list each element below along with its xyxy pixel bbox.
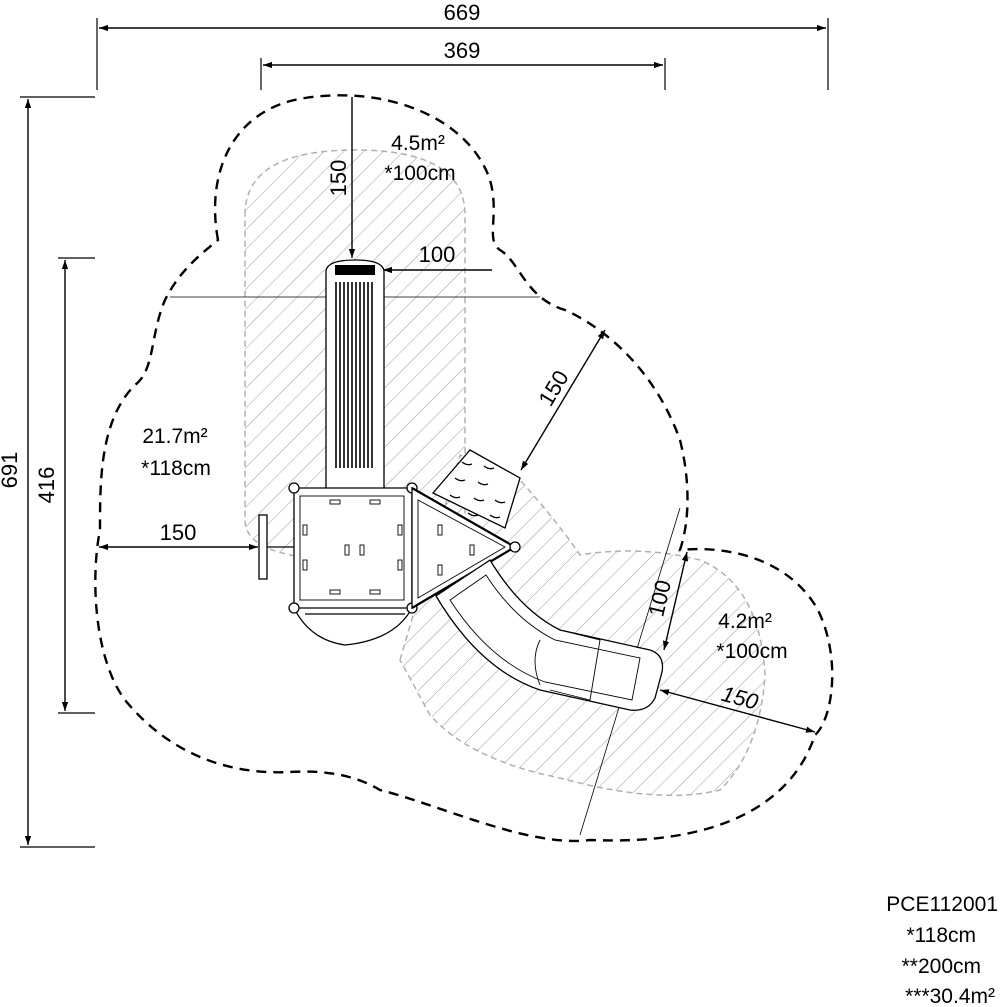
zone-slide-area: 4.2m² bbox=[718, 610, 772, 633]
playground-equipment bbox=[258, 259, 664, 711]
label-inner-depth: 416 bbox=[34, 467, 59, 504]
label-overall-width: 669 bbox=[444, 0, 481, 25]
dim-line-slide-100 bbox=[662, 551, 689, 651]
label-top-side-clearance: 100 bbox=[419, 242, 456, 267]
legend-line-3: ***30.4m² bbox=[905, 985, 995, 1007]
dimension-labels: 669 369 691 416 150 100 150 150 100 150 bbox=[0, 0, 762, 715]
product-code: PCE112001 bbox=[886, 893, 998, 916]
dim-line-slide-150 bbox=[659, 689, 816, 733]
extension-lines bbox=[20, 18, 829, 848]
climbing-ramp bbox=[431, 449, 521, 529]
dimension-lines bbox=[24, 24, 826, 845]
slide bbox=[435, 559, 664, 711]
zone-top-height: *100cm bbox=[384, 162, 455, 185]
product-legend: PCE112001 *118cm **200cm ***30.4m² bbox=[886, 893, 998, 1007]
zone-slide-height: *100cm bbox=[716, 640, 787, 663]
legend-line-1: *118cm bbox=[906, 924, 976, 947]
label-overall-depth: 691 bbox=[0, 452, 22, 489]
zone-main-height: *118cm bbox=[141, 457, 211, 480]
steering-wheel bbox=[258, 514, 294, 580]
climbing-wall bbox=[325, 259, 385, 491]
legend-line-2: **200cm bbox=[902, 955, 981, 978]
main-platform bbox=[288, 482, 418, 646]
label-top-clearance: 150 bbox=[326, 160, 351, 197]
zone-top-area: 4.5m² bbox=[391, 132, 445, 155]
label-diagonal-clearance: 150 bbox=[533, 366, 573, 410]
zone-labels: 4.5m² *100cm 21.7m² *118cm 4.2m² *100cm bbox=[141, 132, 787, 663]
label-left-clearance: 150 bbox=[160, 520, 197, 545]
dim-line-diagonal-150 bbox=[520, 329, 606, 471]
zone-main-area: 21.7m² bbox=[142, 425, 207, 448]
label-inner-width: 369 bbox=[444, 38, 481, 63]
